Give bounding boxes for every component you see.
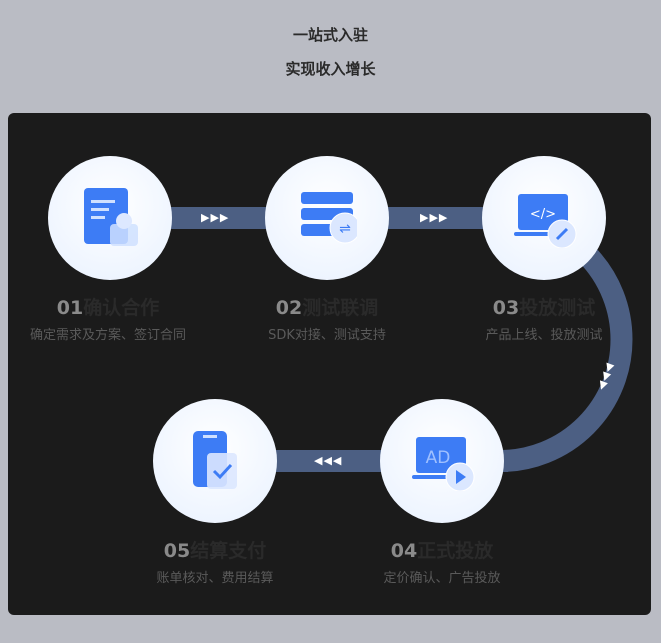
step-4-label: 04正式投放定价确认、广告投放 xyxy=(322,536,562,586)
step-desc: 确定需求及方案、签订合同 xyxy=(29,328,186,343)
phone-check-icon xyxy=(193,431,237,489)
step-1-label: 01确认合作确定需求及方案、签订合同 xyxy=(0,293,228,343)
step-2-circle: ⇌ xyxy=(265,156,389,280)
step-desc: 账单核对、费用结算 xyxy=(156,571,274,586)
step-4-circle: AD xyxy=(380,399,504,523)
ad-label: AD xyxy=(426,448,451,468)
svg-text:</>: </> xyxy=(530,207,556,222)
step-number: 03 xyxy=(492,297,520,319)
step-number: 05 xyxy=(163,540,191,562)
step-5-label: 05结算支付账单核对、费用结算 xyxy=(95,536,335,586)
step-number: 04 xyxy=(390,540,418,562)
step-3-circle: </> xyxy=(482,156,606,280)
step-desc: 定价确认、广告投放 xyxy=(383,571,501,586)
step-5-circle xyxy=(153,399,277,523)
step-desc: SDK对接、测试支持 xyxy=(268,328,386,343)
arrow-right-icon: ▶▶▶ xyxy=(201,211,230,224)
arrow-right-icon: ▶▶▶ xyxy=(420,211,449,224)
step-title: 正式投放 xyxy=(417,540,494,562)
step-number: 02 xyxy=(275,297,303,319)
step-title: 投放测试 xyxy=(519,297,596,319)
step-3-label: 03投放测试产品上线、投放测试 xyxy=(424,293,661,343)
step-number: 01 xyxy=(56,297,84,319)
header-line-2: 实现收入增长 xyxy=(285,60,376,78)
document-user-icon xyxy=(84,188,138,246)
laptop-code-icon: </> xyxy=(514,194,577,248)
step-1-circle xyxy=(48,156,172,280)
step-title: 确认合作 xyxy=(83,297,160,319)
server-exchange-icon: ⇌ xyxy=(301,192,357,244)
arrow-left-icon: ◀◀◀ xyxy=(314,454,343,467)
step-title: 测试联调 xyxy=(302,297,379,319)
svg-text:⇌: ⇌ xyxy=(339,221,351,237)
process-panel: ▶▶▶ ▶▶▶ ◀◀◀ ▶▶▶ ⇌ </> AD 01确认合作确定需求及方案、签… xyxy=(8,113,651,615)
step-2-label: 02测试联调 SDK对接、测试支持 xyxy=(207,293,447,343)
step-desc: 产品上线、投放测试 xyxy=(485,328,603,343)
header-line-1: 一站式入驻 xyxy=(292,26,368,44)
step-title: 结算支付 xyxy=(190,540,267,562)
ad-play-icon: AD xyxy=(412,437,475,491)
